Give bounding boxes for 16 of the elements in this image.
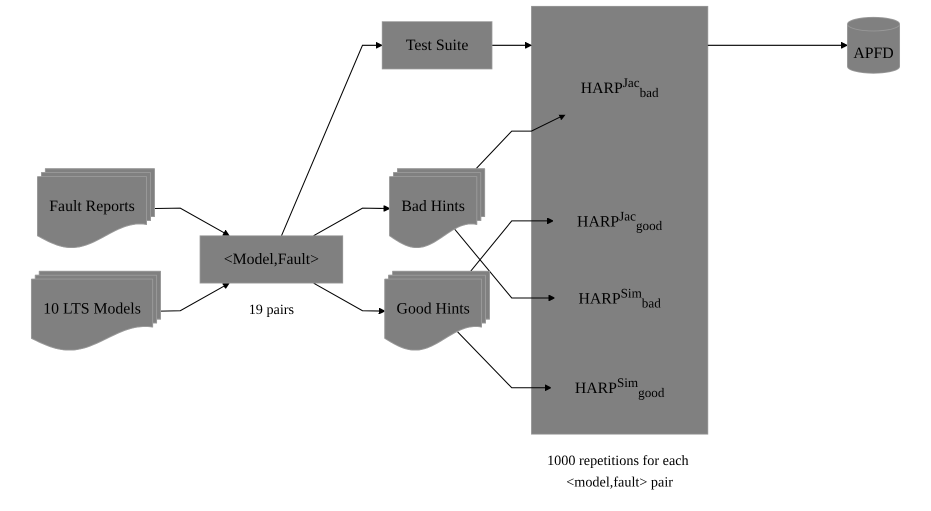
arrow bbox=[313, 282, 386, 314]
node-box: Test Suite bbox=[382, 21, 492, 70]
arrow bbox=[454, 229, 556, 302]
node-label: 19 pairs bbox=[248, 302, 294, 318]
node-box: <Model,Fault> bbox=[200, 235, 344, 284]
arrow bbox=[492, 42, 532, 49]
cluster bbox=[531, 6, 708, 435]
arrow bbox=[470, 217, 554, 272]
arrow bbox=[475, 114, 566, 170]
arrow bbox=[160, 282, 230, 312]
arrow bbox=[708, 42, 848, 49]
arrow bbox=[457, 332, 552, 392]
arrow bbox=[280, 42, 383, 236]
node-label: 1000 repetitions for each <model,fault> pair bbox=[547, 452, 689, 490]
arrow bbox=[154, 208, 230, 236]
arrow bbox=[313, 204, 390, 236]
